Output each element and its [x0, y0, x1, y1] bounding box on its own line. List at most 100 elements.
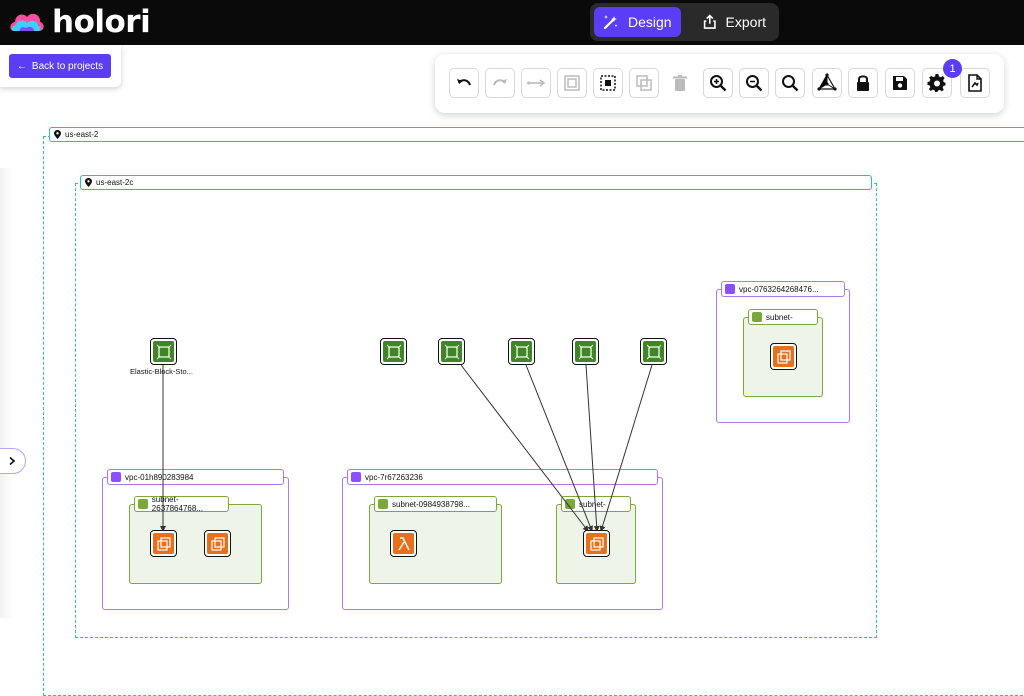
ebs-icon — [514, 344, 529, 359]
connect-icon — [527, 79, 546, 87]
subnet-name: subnet- — [579, 499, 606, 509]
duplicate-icon — [636, 75, 652, 91]
back-to-projects-button[interactable]: ← Back to projects — [9, 54, 111, 78]
undo-button[interactable] — [449, 68, 479, 98]
ec2-icon — [776, 349, 791, 364]
search-icon — [782, 75, 799, 92]
zoom-in-button[interactable] — [703, 68, 733, 98]
availability-zone-label[interactable]: us-east-2c — [80, 175, 872, 190]
graph-button[interactable] — [812, 68, 842, 98]
design-mode-label: Design — [628, 14, 672, 30]
redo-button[interactable] — [485, 68, 515, 98]
back-to-projects-label: Back to projects — [31, 60, 104, 72]
sidebar-toggle-button[interactable] — [0, 448, 26, 474]
vpc-icon — [351, 472, 361, 482]
magic-wand-icon — [603, 15, 618, 30]
ec2-instance-node[interactable] — [150, 530, 177, 557]
back-arrow-icon: ← — [16, 60, 27, 72]
ebs-volume-node[interactable] — [380, 338, 407, 365]
group-icon — [564, 75, 580, 91]
top-bar: holori Design Export — [0, 0, 1024, 45]
duplicate-button[interactable] — [629, 68, 659, 98]
zoom-out-button[interactable] — [739, 68, 769, 98]
ebs-icon — [156, 344, 171, 359]
availability-zone-name: us-east-2c — [96, 178, 134, 187]
vpc-icon — [725, 284, 735, 294]
document-icon — [968, 74, 982, 92]
trash-icon — [673, 75, 687, 91]
vpc-label[interactable]: vpc-0763264268476... — [721, 281, 845, 297]
subnet-icon — [752, 312, 762, 322]
subnet-name: subnet-0984938798... — [392, 499, 470, 509]
chevron-right-icon — [9, 456, 16, 466]
notification-badge: 1 — [943, 59, 962, 78]
ec2-instance-node[interactable] — [583, 530, 610, 557]
ebs-volume-node[interactable] — [508, 338, 535, 365]
save-button[interactable] — [885, 68, 915, 98]
subnet-label[interactable]: subnet-2637864768... — [134, 495, 229, 513]
zoom-in-icon — [710, 75, 727, 92]
sidebar-edge — [0, 168, 14, 618]
ec2-instance-node[interactable] — [204, 530, 231, 557]
region-label[interactable]: us-east-2 — [49, 127, 1024, 142]
subnet-icon — [565, 499, 575, 509]
vpc-name: vpc-7r67263236 — [365, 472, 423, 482]
subnet-name: subnet-2637864768... — [151, 495, 203, 513]
connection-line — [585, 364, 600, 532]
subnet-icon — [378, 499, 388, 509]
ebs-volume-node[interactable] — [150, 338, 177, 365]
location-pin-icon — [54, 130, 61, 139]
graph-icon — [817, 73, 837, 91]
subnet-name: subnet- — [766, 312, 793, 322]
ebs-icon — [646, 344, 661, 359]
ec2-icon — [589, 536, 604, 551]
ebs-volume-node[interactable] — [572, 338, 599, 365]
share-icon — [703, 14, 716, 29]
connection-lines — [160, 364, 653, 532]
document-button[interactable] — [960, 68, 990, 98]
design-mode-button[interactable]: Design — [594, 7, 681, 37]
lambda-icon — [397, 536, 410, 550]
save-icon — [893, 76, 907, 90]
connect-button[interactable] — [521, 68, 551, 98]
ec2-instance-node[interactable] — [770, 343, 797, 370]
connection-line — [525, 364, 593, 532]
ebs-volume-node[interactable] — [438, 338, 465, 365]
group-button[interactable] — [557, 68, 587, 98]
region-name: us-east-2 — [65, 130, 99, 139]
select-area-icon — [600, 75, 616, 91]
select-area-button[interactable] — [593, 68, 623, 98]
vpc-label[interactable]: vpc-7r67263236 — [347, 469, 658, 485]
ec2-icon — [156, 536, 171, 551]
lambda-function-node[interactable] — [390, 530, 417, 557]
ebs-icon — [578, 344, 593, 359]
export-mode-button[interactable]: Export — [694, 7, 774, 37]
vpc-name: vpc-01h890283984 — [125, 472, 194, 482]
holori-logo[interactable]: holori — [8, 4, 151, 40]
subnet-icon — [138, 499, 148, 509]
ec2-icon — [210, 536, 225, 551]
lock-button[interactable] — [848, 68, 878, 98]
delete-button[interactable] — [665, 68, 695, 98]
export-mode-label: Export — [725, 14, 766, 30]
holori-logo-icon — [10, 13, 44, 31]
subnet-label[interactable]: subnet- — [748, 309, 818, 325]
back-card: ← Back to projects — [0, 45, 121, 87]
redo-icon — [493, 79, 507, 86]
ebs-volume-node[interactable] — [640, 338, 667, 365]
connection-line — [460, 364, 589, 532]
ebs-icon — [386, 344, 401, 359]
ebs-icon — [444, 344, 459, 359]
diagram-toolbar: 1 — [435, 54, 1004, 113]
vpc-name: vpc-0763264268476... — [739, 284, 819, 294]
lock-icon — [857, 75, 869, 91]
mode-switch: Design Export — [590, 3, 779, 41]
zoom-fit-button[interactable] — [775, 68, 805, 98]
vpc-label[interactable]: vpc-01h890283984 — [107, 469, 284, 485]
ebs-node-caption: Elastic-Block-Sto... — [130, 367, 193, 376]
zoom-out-icon — [746, 75, 763, 92]
vpc-icon — [111, 472, 121, 482]
subnet-label[interactable]: subnet-0984938798... — [374, 496, 497, 512]
holori-logo-text: holori — [52, 4, 151, 40]
